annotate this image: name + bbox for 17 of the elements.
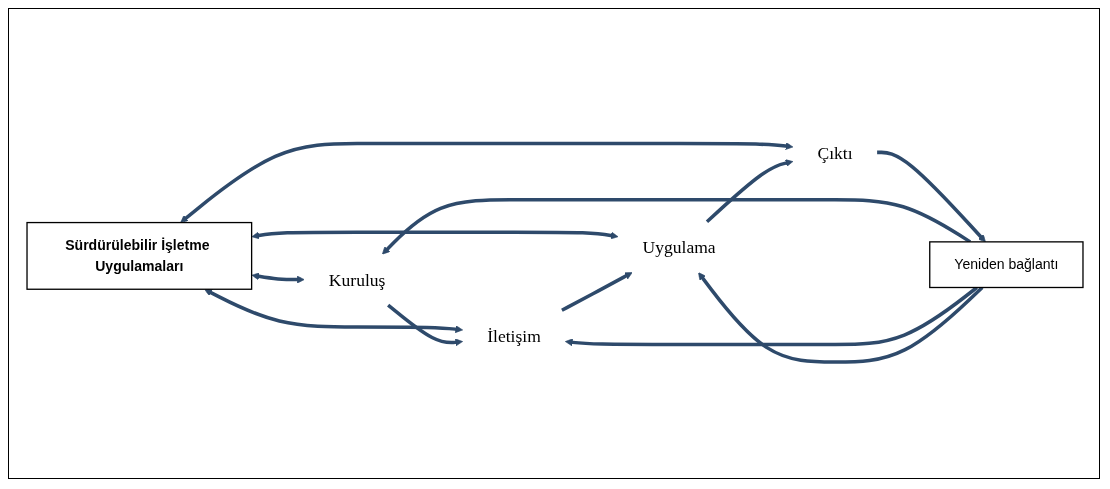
arrow: [251, 230, 619, 240]
node-text: Uygulama: [642, 237, 716, 257]
arrow: [698, 272, 984, 364]
arrow: [565, 286, 979, 347]
node-box: Sürdürülebilir İşletme Uygulamaları: [26, 221, 253, 290]
arrow: [561, 272, 633, 312]
arrow: [180, 141, 794, 223]
arrow: [705, 159, 794, 223]
node-box: Yeniden bağlantı: [929, 241, 1084, 289]
node-text: İletişim: [487, 326, 541, 346]
node-text: Kuruluş: [328, 269, 386, 290]
arrow: [877, 150, 986, 243]
arrow: [387, 303, 463, 347]
arrow: [251, 272, 305, 284]
node-text: Çıktı: [817, 142, 853, 163]
arrow: [382, 198, 972, 255]
arrow: [204, 289, 463, 333]
